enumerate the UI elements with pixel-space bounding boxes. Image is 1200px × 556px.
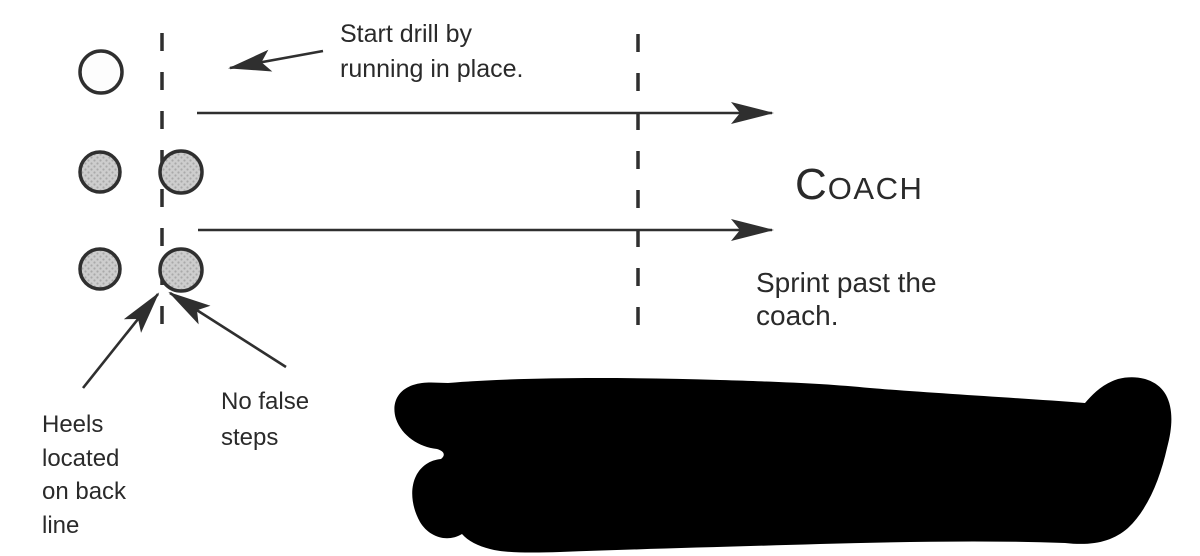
player-marker [158, 149, 204, 195]
coach-label: COACH [795, 163, 923, 207]
player-marker [78, 247, 122, 291]
start-drill-label: Start drill by running in place. [340, 20, 524, 83]
no-false-steps-callout-arrow [168, 291, 287, 369]
coach-label-rest: OACH [827, 171, 924, 206]
redaction-scribble [394, 377, 1172, 553]
heels-on-back-line-label: Heels located on back line [42, 411, 127, 539]
heels-callout-arrow [81, 292, 160, 389]
coach-label-initial: C [795, 160, 828, 209]
sprint-past-coach-label: Sprint past the coach. [756, 267, 937, 332]
player-marker-start [78, 49, 124, 95]
player-marker [158, 247, 204, 293]
no-false-steps-label: No false steps [221, 388, 310, 451]
start-drill-callout-arrow [228, 49, 324, 72]
player-marker [78, 150, 122, 194]
